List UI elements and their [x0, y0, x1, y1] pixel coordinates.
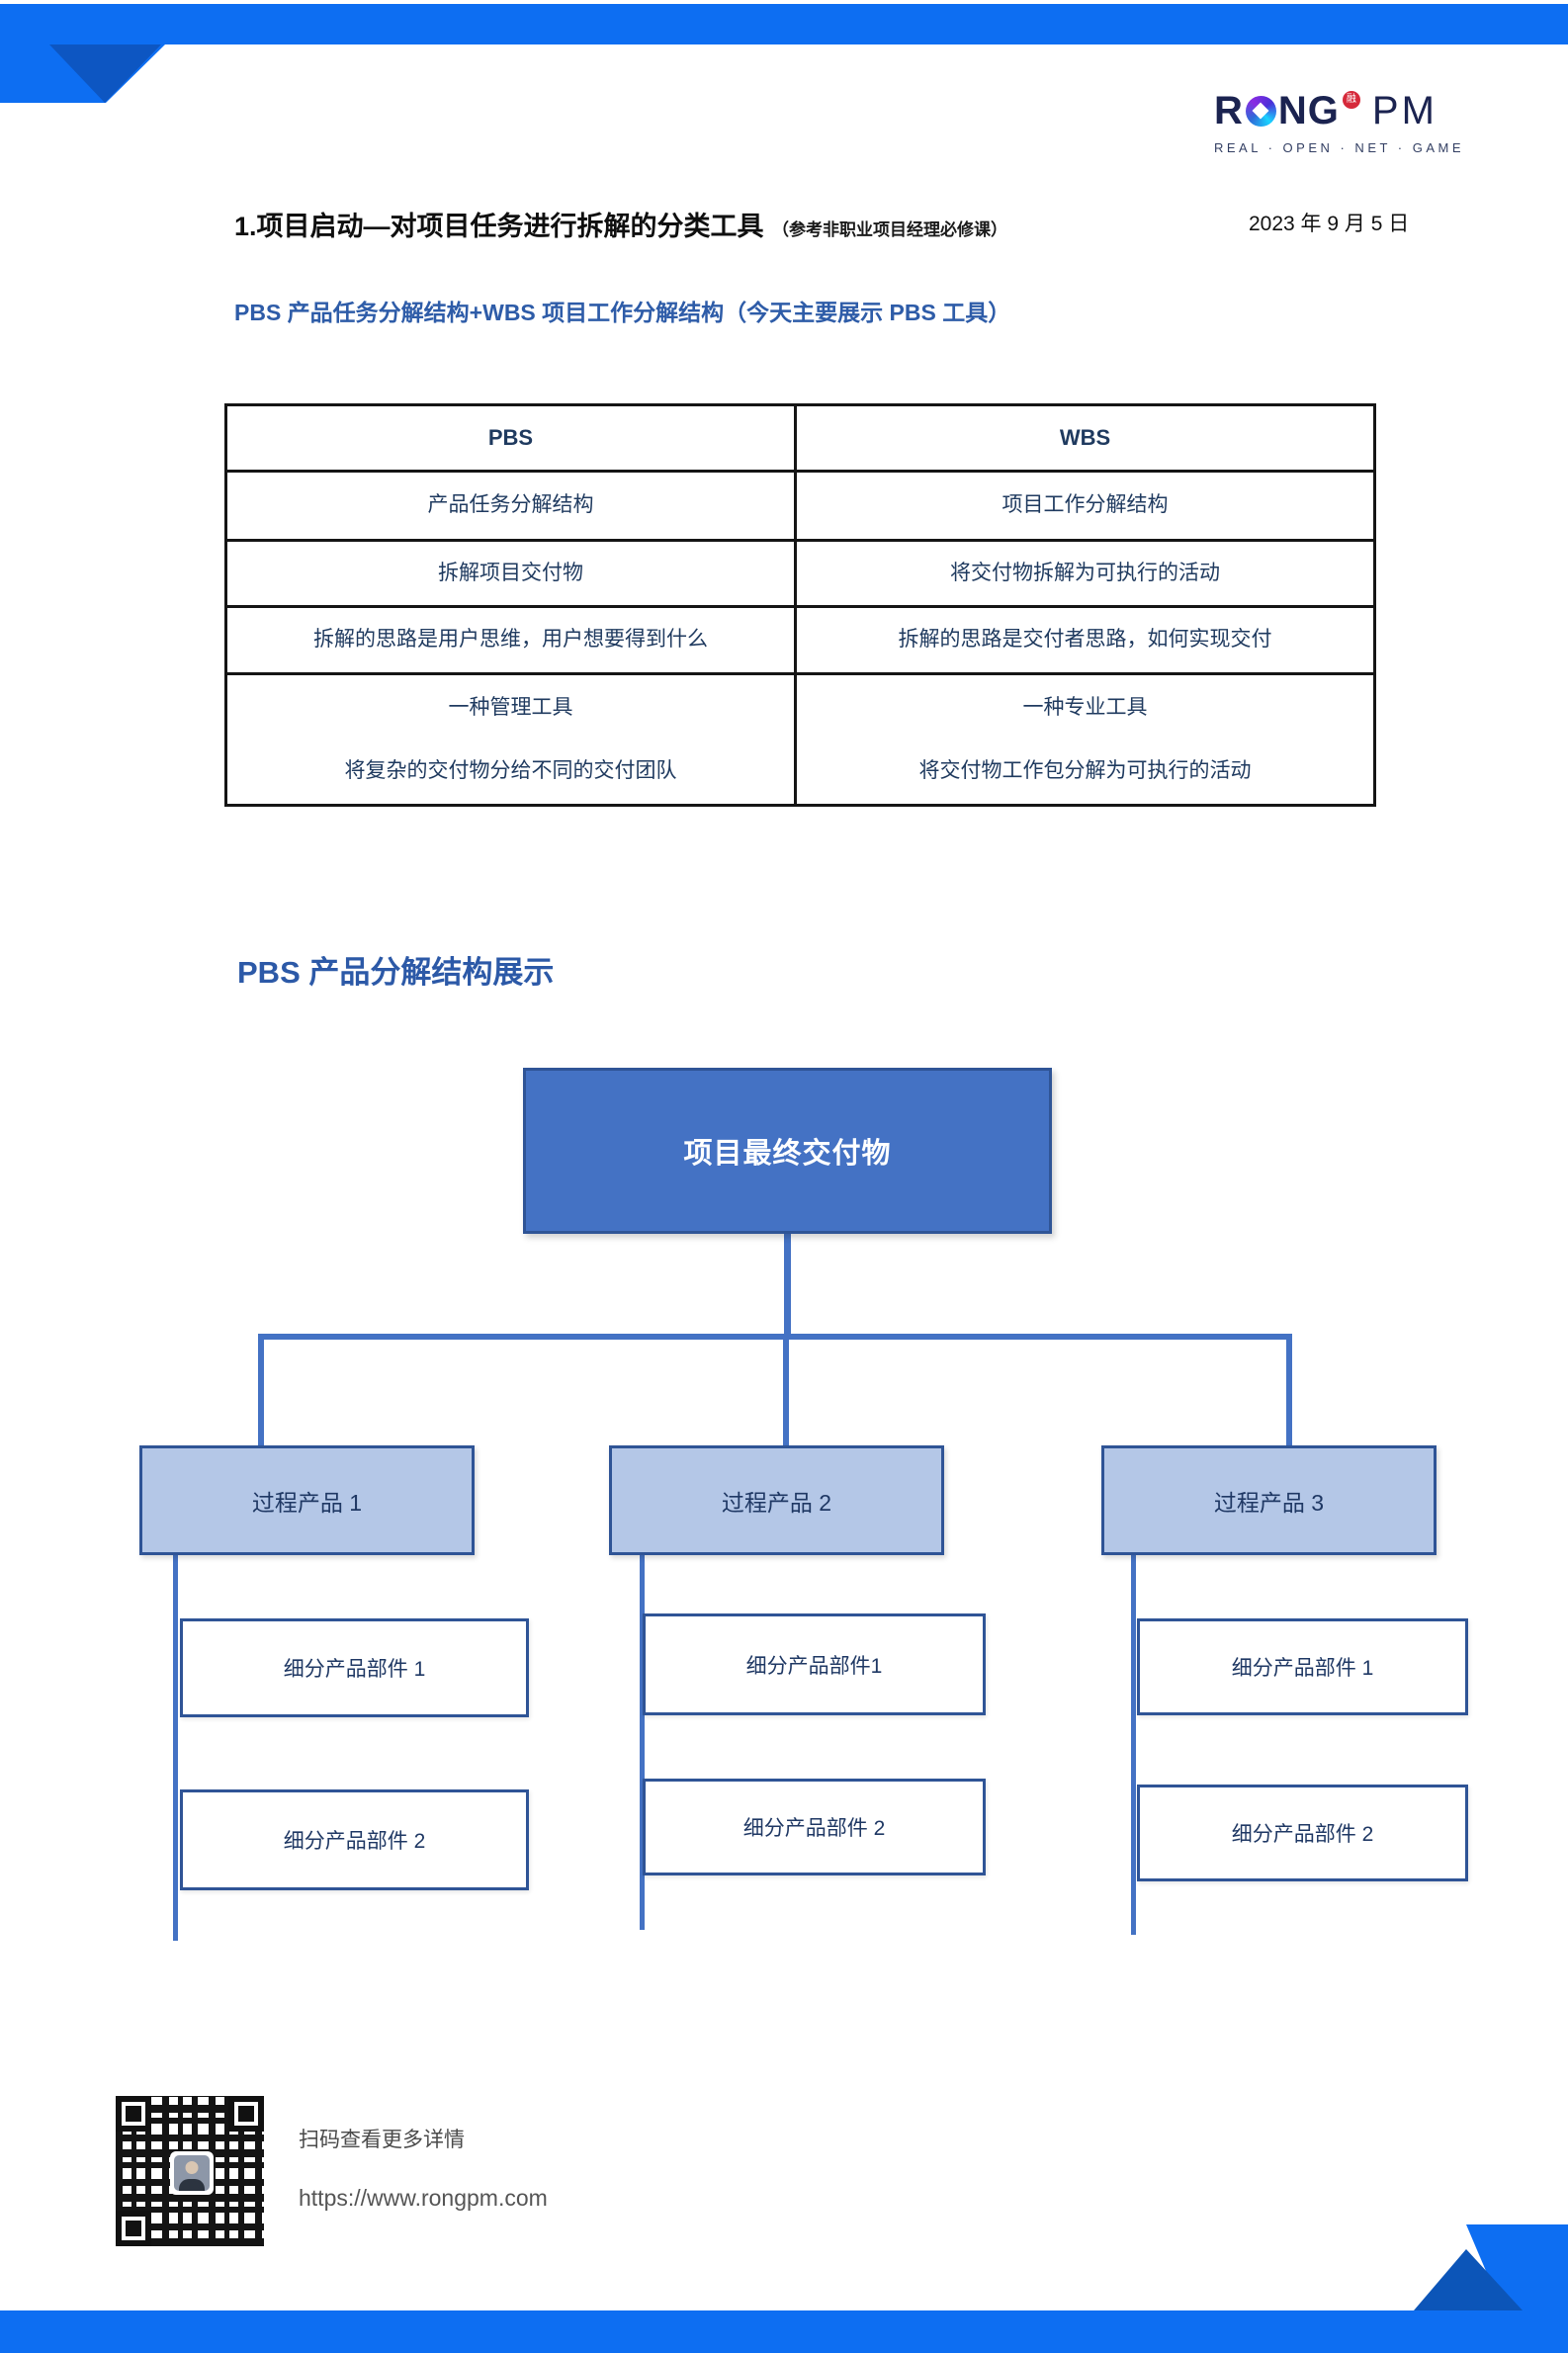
pbs-wbs-comparison-table: PBS WBS 产品任务分解结构 项目工作分解结构 拆解项目交付物 将交付物拆解…: [224, 403, 1376, 807]
connector-drop-3: [1286, 1337, 1292, 1445]
qr-code: [113, 2093, 267, 2249]
diagram-child-node-3: 过程产品 3: [1101, 1445, 1437, 1555]
logo-red-badge: 融: [1342, 91, 1360, 109]
diagram-subpart-node: 细分产品部件1: [643, 1613, 986, 1715]
logo-letter-r: R: [1214, 89, 1244, 132]
date-label: 2023 年 9 月 5 日: [1249, 213, 1410, 235]
qr-caption: 扫码查看更多详情: [299, 2129, 465, 2151]
page-subtitle: PBS 产品任务分解结构+WBS 项目工作分解结构（今天主要展示 PBS 工具）: [234, 300, 1011, 325]
table-cell: 一种管理工具 将复杂的交付物分给不同的交付团队: [227, 675, 797, 804]
diagram-subpart-node: 细分产品部件 2: [643, 1779, 986, 1875]
connector-column-3: [1131, 1555, 1136, 1935]
qr-finder-icon: [116, 2211, 151, 2246]
diagram-subpart-node: 细分产品部件 1: [180, 1618, 529, 1717]
brand-logo-wordmark: R NG 融 PM: [1214, 89, 1491, 132]
diagram-root-node: 项目最终交付物: [523, 1068, 1052, 1234]
logo-tagline: REAL · OPEN · NET · GAME: [1214, 140, 1465, 155]
diagram-subpart-node: 细分产品部件 1: [1137, 1618, 1468, 1715]
diagram-child-node-1: 过程产品 1: [139, 1445, 475, 1555]
website-url[interactable]: https://www.rongpm.com: [299, 2185, 548, 2211]
connector-drop-1: [258, 1337, 264, 1445]
diagram-subpart-node: 细分产品部件 2: [180, 1789, 529, 1890]
table-header-pbs: PBS: [227, 406, 797, 470]
connector-column-1: [173, 1555, 178, 1941]
table-header-row: PBS WBS: [227, 406, 1373, 470]
page-title-note: （参考非职业项目经理必修课）: [771, 220, 1007, 239]
page-title-text: 1.项目启动—对项目任务进行拆解的分类工具: [234, 212, 764, 241]
table-row: 拆解的思路是用户思维，用户想要得到什么 拆解的思路是交付者思路，如何实现交付: [227, 605, 1373, 672]
table-cell: 产品任务分解结构: [227, 473, 797, 539]
connector-horizontal: [258, 1334, 1292, 1340]
table-cell-line: 将复杂的交付物分给不同的交付团队: [344, 758, 677, 782]
table-row: 拆解项目交付物 将交付物拆解为可执行的活动: [227, 539, 1373, 605]
table-cell: 拆解的思路是交付者思路，如何实现交付: [898, 628, 1272, 652]
table-cell: 项目工作分解结构: [1002, 493, 1169, 517]
table-cell-line: 将交付物工作包分解为可执行的活动: [918, 758, 1252, 782]
connector-column-2: [640, 1555, 645, 1930]
logo-letters-pm: PM: [1371, 89, 1437, 132]
table-cell: 一种专业工具 将交付物工作包分解为可执行的活动: [797, 675, 1373, 804]
logo-letters-ng: NG: [1277, 89, 1340, 132]
avatar: [174, 2155, 210, 2191]
table-cell: 将交付物拆解为可执行的活动: [950, 561, 1220, 584]
pbs-section-title: PBS 产品分解结构展示: [237, 955, 555, 990]
bottom-accent-bar: [0, 2310, 1568, 2353]
qr-finder-icon: [116, 2096, 151, 2132]
connector-root-stub: [784, 1234, 791, 1337]
table-cell: 拆解项目交付物: [227, 542, 797, 605]
diagram-child-node-2: 过程产品 2: [609, 1445, 944, 1555]
logo-ring-icon: [1245, 95, 1276, 127]
table-cell-line: 一种管理工具: [448, 696, 573, 720]
table-cell-line: 一种专业工具: [1022, 696, 1148, 720]
qr-center-avatar-frame: [170, 2151, 214, 2195]
diagram-subpart-node: 细分产品部件 2: [1137, 1785, 1468, 1881]
table-header-wbs: WBS: [1059, 425, 1111, 451]
table-cell: 拆解的思路是用户思维，用户想要得到什么: [227, 608, 797, 672]
table-row: 一种管理工具 将复杂的交付物分给不同的交付团队 一种专业工具 将交付物工作包分解…: [227, 672, 1373, 804]
pbs-breakdown-diagram: 项目最终交付物 过程产品 1 过程产品 2 过程产品 3 细分产品部件 1 细分…: [139, 1068, 1468, 1941]
table-row: 产品任务分解结构 项目工作分解结构: [227, 470, 1373, 539]
top-accent-bar: [0, 4, 1568, 44]
brand-logo: R NG 融 PM REAL · OPEN · NET · GAME: [1214, 89, 1491, 155]
qr-finder-icon: [228, 2096, 264, 2132]
connector-drop-2: [783, 1337, 789, 1445]
page-title: 1.项目启动—对项目任务进行拆解的分类工具 （参考非职业项目经理必修课）: [234, 205, 1007, 243]
